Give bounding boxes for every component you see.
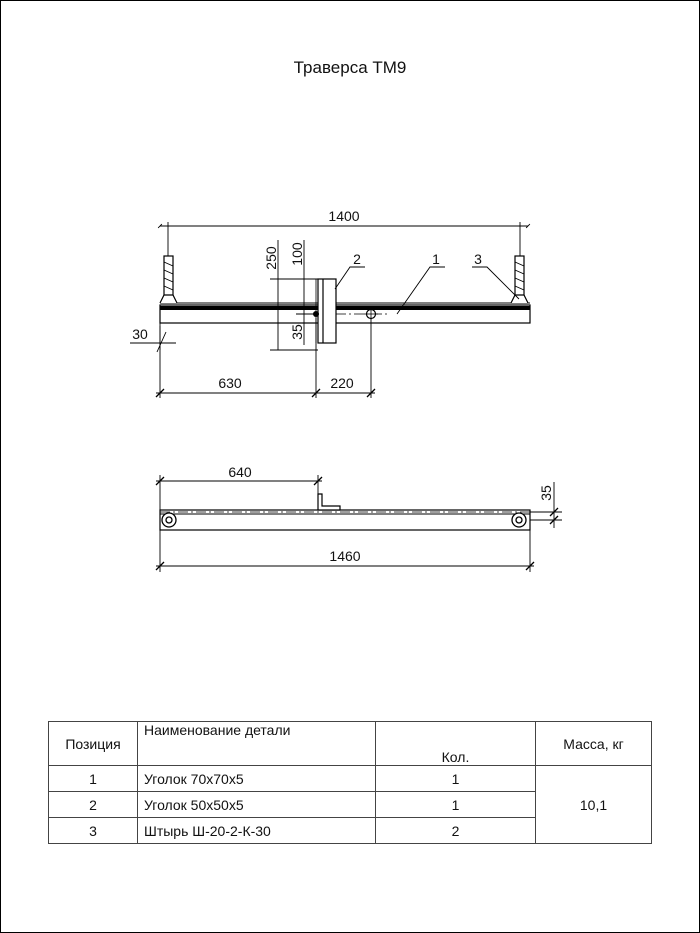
cell-qty: 2	[375, 817, 536, 844]
dim-label-640: 640	[228, 464, 252, 480]
side-pin-left	[161, 512, 177, 528]
spec-header-row: Позиция Наименование детали Кол. Масса, …	[48, 721, 652, 766]
header-mass: Масса, кг	[535, 721, 652, 766]
cell-name: Уголок 50х50х5	[137, 791, 376, 818]
dim-640	[155, 475, 323, 510]
top-view	[130, 222, 531, 398]
side-pin-right	[511, 512, 527, 528]
callout-2: 2	[353, 251, 361, 267]
cell-position: 1	[48, 765, 138, 792]
cell-name: Штырь Ш-20-2-К-30	[137, 817, 376, 844]
pin-right	[510, 255, 529, 304]
spec-table: Позиция Наименование детали Кол. Масса, …	[48, 721, 652, 844]
table-row: 3 Штырь Ш-20-2-К-30 2	[48, 817, 652, 844]
dim-label-1400: 1400	[328, 208, 359, 224]
cell-position: 3	[48, 817, 138, 844]
dim-label-35-side: 35	[538, 485, 554, 501]
dim-1400	[157, 222, 531, 256]
dim-label-220: 220	[330, 375, 354, 391]
header-name: Наименование детали	[137, 721, 376, 766]
cell-name: Уголок 70х70х5	[137, 765, 376, 792]
table-row: 2 Уголок 50х50х5 1	[48, 791, 652, 818]
dim-35-top	[296, 308, 316, 345]
cell-mass: 10,1	[535, 765, 652, 844]
dim-630-220	[155, 318, 376, 398]
dim-label-630: 630	[218, 375, 242, 391]
table-row: 1 Уголок 70х70х5 1 10,1	[48, 765, 652, 844]
leaders	[334, 266, 520, 315]
cell-position: 2	[48, 791, 138, 818]
pin-left	[159, 255, 178, 304]
cell-qty: 1	[375, 791, 536, 818]
dim-label-35: 35	[289, 324, 305, 340]
side-bracket	[317, 493, 341, 511]
dim-label-1460: 1460	[329, 548, 360, 564]
callout-1: 1	[432, 251, 440, 267]
drawing-title: Траверса ТМ9	[293, 58, 407, 77]
dim-label-30: 30	[132, 326, 148, 342]
dim-label-100: 100	[289, 242, 305, 266]
bracket-50x50	[315, 278, 337, 344]
side-view	[155, 475, 562, 572]
side-beam	[159, 509, 531, 531]
header-position: Позиция	[48, 721, 138, 766]
dim-1460	[155, 530, 535, 572]
dim-250	[270, 240, 318, 351]
dim-100	[296, 240, 316, 308]
cell-qty: 1	[375, 765, 536, 792]
dim-label-250: 250	[263, 246, 279, 270]
beam-70x70	[159, 302, 531, 324]
header-qty: Кол.	[375, 721, 536, 766]
technical-drawing: 1400 250 100 35 30 630 220 2 1 3	[130, 208, 562, 572]
dim-35-side	[530, 482, 562, 528]
callout-3: 3	[474, 251, 482, 267]
